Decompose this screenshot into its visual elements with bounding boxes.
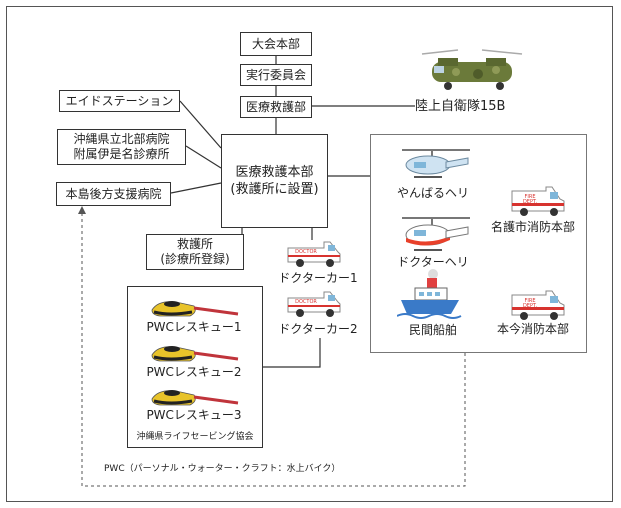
doctor-car-2-label: ドクターカー2 <box>278 322 358 336</box>
pwc-panel <box>127 286 263 448</box>
line-aid-honbu <box>179 100 222 149</box>
pwc-icon-3 <box>151 390 239 406</box>
military-helicopter-icon <box>421 49 523 90</box>
koho-shien-box: 本島後方支援病院 <box>56 182 171 206</box>
jieitai-label: 陸上自衛隊15B <box>415 99 506 114</box>
line-car-pwc <box>263 338 321 368</box>
line-koho-honbu <box>170 182 222 194</box>
pwc-icon-1 <box>151 301 239 317</box>
doctor-car-1-label: ドクターカー1 <box>278 271 358 285</box>
pwc-rescue-3-label: PWCレスキュー3 <box>146 408 242 422</box>
motobu-fire-label: 本今消防本部 <box>496 322 569 336</box>
taikai-honbu-box: 大会本部 <box>240 32 312 56</box>
pwc-icon-2 <box>151 346 239 362</box>
iryo-kyugo-honbu-box: 医療救護本部 (救護所に設置) <box>221 134 328 228</box>
ship-icon <box>397 269 462 319</box>
kyugosho-box: 救護所 (診療所登録) <box>146 234 244 270</box>
pwc-rescue-2-label: PWCレスキュー2 <box>146 365 242 379</box>
arrowhead-koho <box>78 206 86 214</box>
doctor-car-icon-1: DOCTOR <box>287 241 341 267</box>
yanbaru-helicopter-icon <box>402 149 470 178</box>
minkan-senpaku-label: 民間船舶 <box>408 323 457 337</box>
jikko-iinkai-box: 実行委員会 <box>240 64 312 86</box>
doctor-heli-label: ドクターヘリ <box>397 255 469 269</box>
doctor-text-2: DOCTOR <box>295 299 317 305</box>
line-hokubu-honbu <box>185 145 222 169</box>
dashed-return-line <box>81 212 466 487</box>
doctor-helicopter-icon <box>402 217 470 251</box>
hokubu-hospital-box: 沖縄県立北部病院 附属伊是名診療所 <box>57 129 186 165</box>
aid-station-box: エイドステーション <box>59 90 180 112</box>
pwc-footnote: PWC（パーソナル・ウォーター・クラフト：水上バイク） <box>104 464 341 474</box>
yanbaru-heli-label: やんばるヘリ <box>396 186 469 200</box>
lifesaving-association-label: 沖縄県ライフセービング協会 <box>136 432 254 442</box>
iryo-kyugo-bu-box: 医療救護部 <box>240 96 312 118</box>
doctor-text-1: DOCTOR <box>295 249 317 255</box>
pwc-rescue-1-label: PWCレスキュー1 <box>146 320 242 334</box>
nago-fire-label: 名護市消防本部 <box>490 220 575 234</box>
doctor-car-icon-2: DOCTOR <box>287 291 341 317</box>
